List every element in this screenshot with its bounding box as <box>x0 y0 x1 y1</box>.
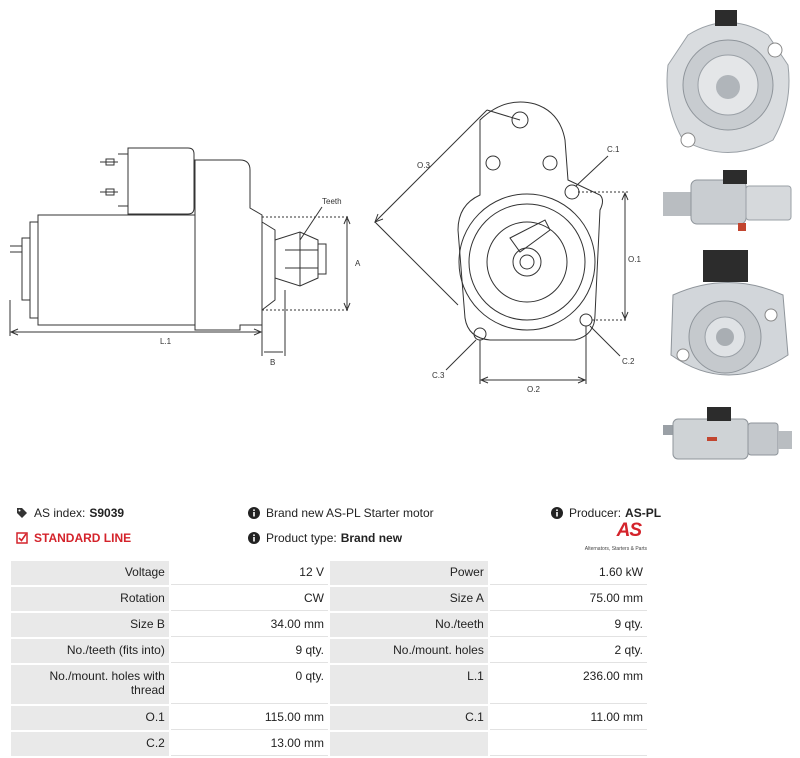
table-row: No./mount. holes with thread 0 qty. L.1 … <box>11 665 647 704</box>
spec-label: L.1 <box>329 665 488 704</box>
standard-line-row: STANDARD LINE <box>16 531 131 545</box>
standard-line-label: STANDARD LINE <box>34 531 132 545</box>
label-dim-o2: O.2 <box>527 385 540 394</box>
table-row: C.2 13.00 mm <box>11 732 647 756</box>
spec-value: 115.00 mm <box>170 706 328 730</box>
description-row: Brand new AS-PL Starter motor <box>248 506 434 520</box>
product-type-value: Brand new <box>340 531 403 545</box>
info-icon <box>551 507 563 519</box>
product-photo-rear[interactable] <box>663 245 793 395</box>
spec-value: CW <box>170 587 328 611</box>
label-dim-c2: C.2 <box>622 357 635 366</box>
spec-value: 2 qty. <box>489 639 647 663</box>
producer-logo: AS Alternators, Starters & Parts <box>585 520 647 554</box>
specs-table: Voltage 12 V Power 1.60 kW Rotation CW S… <box>9 559 649 758</box>
product-type-row: Product type: Brand new <box>248 531 402 545</box>
table-row: O.1 115.00 mm C.1 11.00 mm <box>11 706 647 730</box>
producer-value: AS-PL <box>625 506 662 520</box>
table-row: Size B 34.00 mm No./teeth 9 qty. <box>11 613 647 637</box>
info-icon <box>248 532 260 544</box>
spec-value: 236.00 mm <box>489 665 647 704</box>
label-dim-c3: C.3 <box>432 371 445 380</box>
spec-label: Power <box>329 561 488 585</box>
label-dim-l1: L.1 <box>160 337 172 346</box>
spec-label: No./teeth <box>329 613 488 637</box>
table-row: Rotation CW Size A 75.00 mm <box>11 587 647 611</box>
spec-label: No./mount. holes with thread <box>11 665 169 704</box>
technical-drawing: Teeth A B L.1 O.1 O.2 O.3 C.1 C.2 C.3 <box>9 101 641 394</box>
product-photo-side-1[interactable] <box>663 168 793 238</box>
spec-value: 11.00 mm <box>489 706 647 730</box>
spec-label: No./mount. holes <box>329 639 488 663</box>
tag-icon <box>17 508 27 518</box>
logo-mark: AS <box>616 520 642 541</box>
spec-label: Size A <box>329 587 488 611</box>
as-index-value: S9039 <box>89 506 125 520</box>
product-photo-side-2[interactable] <box>663 403 793 473</box>
label-dim-o3: O.3 <box>417 161 430 170</box>
spec-label <box>329 732 488 756</box>
spec-value: 75.00 mm <box>489 587 647 611</box>
spec-label: Size B <box>11 613 169 637</box>
table-row: Voltage 12 V Power 1.60 kW <box>11 561 647 585</box>
spec-label: Rotation <box>11 587 169 611</box>
spec-label: C.2 <box>11 732 169 756</box>
table-row: No./teeth (fits into) 9 qty. No./mount. … <box>11 639 647 663</box>
spec-value: 13.00 mm <box>170 732 328 756</box>
product-photo-front[interactable] <box>663 5 793 165</box>
spec-value <box>489 732 647 756</box>
as-index-label: AS index: <box>34 506 86 520</box>
spec-label: C.1 <box>329 706 488 730</box>
spec-value: 12 V <box>170 561 328 585</box>
producer-row: Producer: AS-PL <box>551 506 661 520</box>
spec-value: 34.00 mm <box>170 613 328 637</box>
label-dim-b: B <box>270 358 275 367</box>
checkbox-checked-icon <box>16 532 28 544</box>
spec-value: 9 qty. <box>170 639 328 663</box>
logo-tagline: Alternators, Starters & Parts <box>584 546 647 552</box>
producer-label: Producer: <box>569 506 622 520</box>
product-type-label: Product type: <box>266 531 337 545</box>
spec-label: Voltage <box>11 561 169 585</box>
label-dim-o1: O.1 <box>628 255 641 264</box>
label-dim-a: A <box>355 259 361 268</box>
spec-label: No./teeth (fits into) <box>11 639 169 663</box>
spec-label: O.1 <box>11 706 169 730</box>
spec-value: 0 qty. <box>170 665 328 704</box>
label-dim-c1: C.1 <box>607 145 620 154</box>
as-index-row: AS index: S9039 <box>16 506 124 520</box>
label-teeth: Teeth <box>322 197 342 206</box>
spec-value: 9 qty. <box>489 613 647 637</box>
product-description: Brand new AS-PL Starter motor <box>266 506 434 520</box>
info-icon <box>248 507 260 519</box>
spec-value: 1.60 kW <box>489 561 647 585</box>
